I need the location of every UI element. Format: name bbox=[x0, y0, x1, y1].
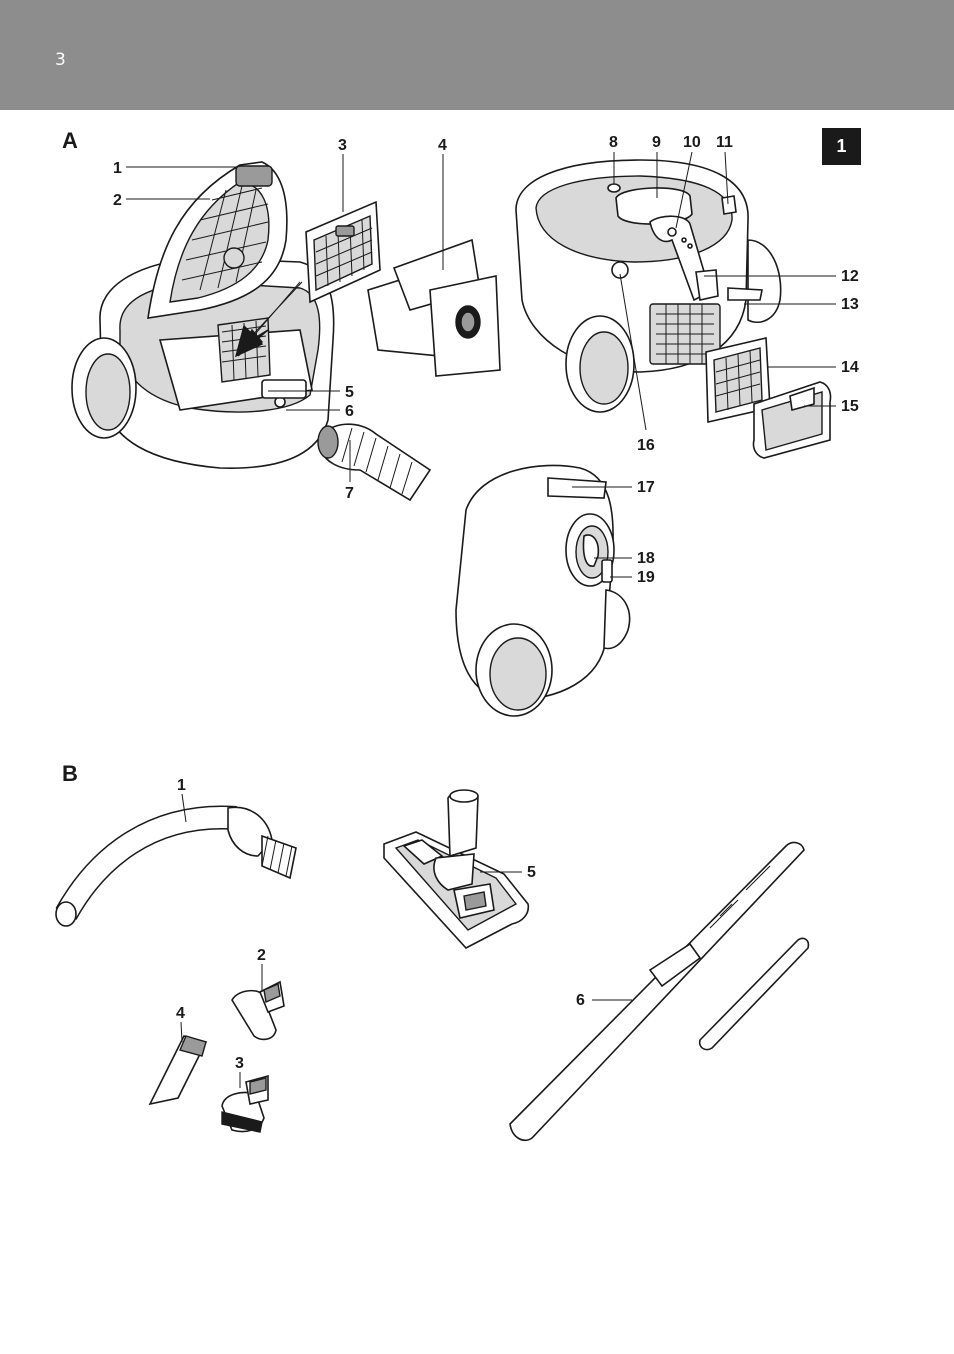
callout-b-2: 2 bbox=[257, 947, 266, 964]
callout-a-4: 4 bbox=[438, 137, 447, 154]
telescopic-tube-illustration bbox=[509, 841, 810, 1142]
chapter-tab: 1 bbox=[822, 128, 861, 165]
callout-b-6: 6 bbox=[576, 992, 585, 1009]
vacuum-side-view-illustration bbox=[455, 464, 631, 717]
callout-b-4: 4 bbox=[176, 1005, 185, 1022]
callout-a-7: 7 bbox=[345, 485, 354, 502]
callout-a-6: 6 bbox=[345, 403, 354, 420]
motor-filter-illustration bbox=[705, 337, 771, 423]
callout-b-5: 5 bbox=[527, 864, 536, 881]
vacuum-open-lid-illustration bbox=[71, 161, 335, 469]
callout-a-5: 5 bbox=[345, 384, 354, 401]
callout-b-1: 1 bbox=[177, 777, 186, 794]
insert-arrow bbox=[245, 281, 303, 343]
callout-a-13: 13 bbox=[841, 296, 859, 313]
hose-illustration bbox=[55, 805, 297, 927]
callout-a-12: 12 bbox=[841, 268, 859, 285]
dust-bag-illustration bbox=[367, 238, 501, 377]
floor-nozzle-illustration bbox=[383, 789, 530, 949]
hose-connector-illustration bbox=[317, 423, 432, 502]
callout-a-11: 11 bbox=[716, 134, 733, 151]
section-b-callouts: 1 2 3 4 5 6 bbox=[176, 777, 632, 1088]
callout-a-8: 8 bbox=[609, 134, 618, 151]
insert-arrowhead bbox=[234, 324, 264, 358]
exhaust-filter-illustration bbox=[305, 200, 381, 304]
page-number: 3 bbox=[55, 50, 66, 70]
vacuum-rear-view-illustration bbox=[515, 159, 782, 413]
callout-a-17: 17 bbox=[637, 479, 655, 496]
section-a-callouts: 1 2 3 4 5 6 7 8 9 10 11 12 13 14 15 16 1… bbox=[113, 134, 859, 586]
callout-a-9: 9 bbox=[652, 134, 661, 151]
callout-a-10: 10 bbox=[683, 134, 701, 151]
callout-a-14: 14 bbox=[841, 359, 859, 376]
callout-a-2: 2 bbox=[113, 192, 122, 209]
upholstery-nozzle-illustration bbox=[231, 980, 285, 1041]
callout-a-1: 1 bbox=[113, 160, 122, 177]
callout-a-19: 19 bbox=[637, 569, 655, 586]
dusting-brush-illustration bbox=[221, 1074, 269, 1133]
section-letter-b: B bbox=[62, 761, 78, 786]
header-band: 3 bbox=[0, 0, 954, 110]
crevice-tool-illustration bbox=[148, 1035, 208, 1106]
callout-b-3: 3 bbox=[235, 1055, 244, 1072]
callout-a-3: 3 bbox=[338, 137, 347, 154]
callout-a-16: 16 bbox=[637, 437, 655, 454]
callout-a-15: 15 bbox=[841, 398, 859, 415]
callout-a-18: 18 bbox=[637, 550, 655, 567]
section-letter-a: A bbox=[62, 128, 78, 153]
